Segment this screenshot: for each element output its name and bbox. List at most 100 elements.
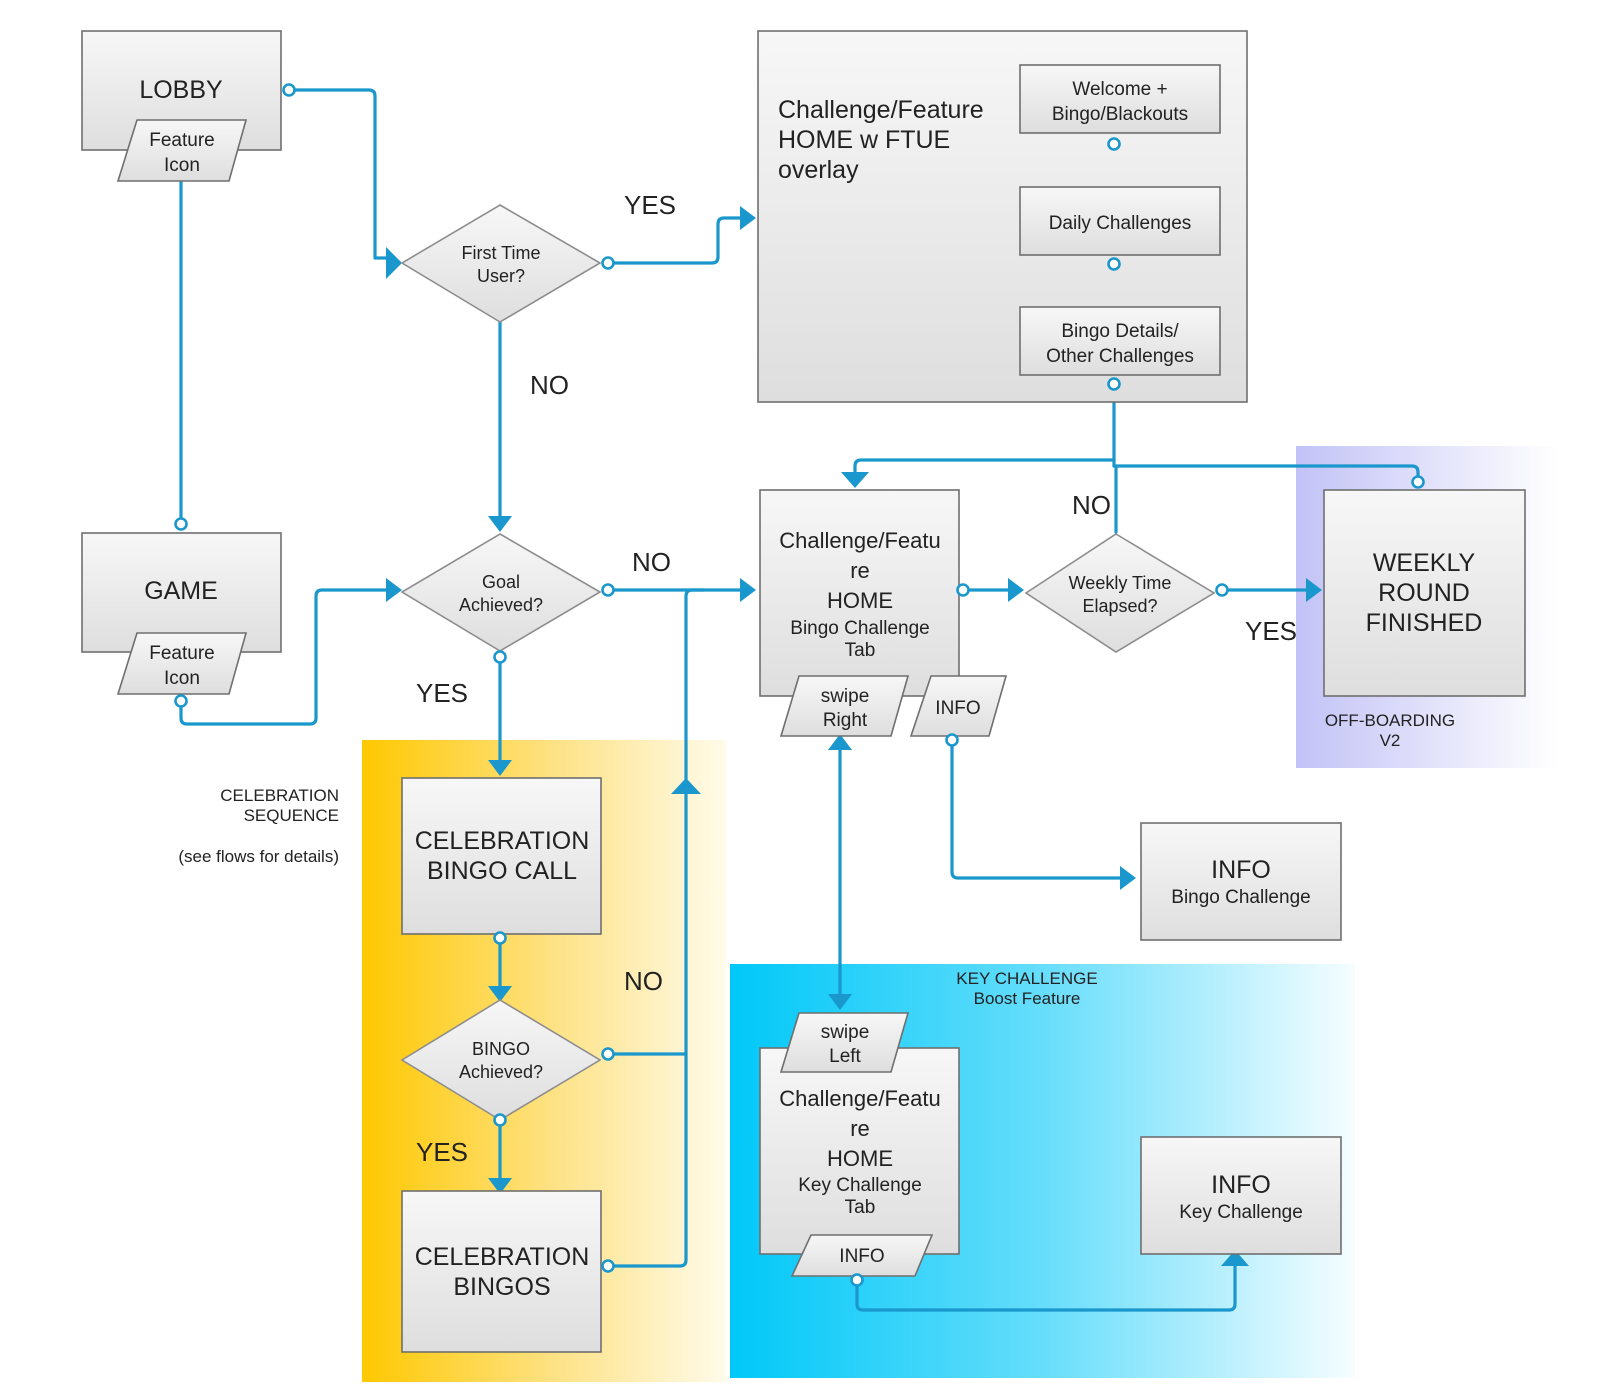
connector-lobby-to-first-time [287, 88, 390, 260]
weekly-time-elapsed-decision[interactable]: Weekly Time Elapsed? [1024, 533, 1216, 653]
game-node[interactable]: GAME [81, 532, 282, 653]
edge-labels: YES NO NO YES NO YES NO YES [416, 190, 1297, 1167]
dot-details [1107, 377, 1121, 391]
label-first-time-yes: YES [624, 190, 676, 220]
svg-text:swipe: swipe [821, 686, 870, 707]
swipe-right-node[interactable]: swipe Right [779, 675, 910, 737]
arrow-into-info-bingo [1120, 866, 1136, 890]
label-bingo-yes: YES [416, 1137, 468, 1167]
lobby-feature-icon-node[interactable]: Feature Icon [116, 119, 248, 182]
arrow-into-info-key [1221, 1250, 1249, 1266]
celebration-region-label: CELEBRATION SEQUENCE (see flows for deta… [178, 786, 339, 866]
svg-text:Icon: Icon [164, 668, 200, 689]
weekly-round-finished-node[interactable]: WEEKLY ROUND FINISHED [1323, 489, 1526, 697]
connector-dots [174, 83, 1425, 1287]
svg-text:FINISHED: FINISHED [1366, 609, 1483, 637]
arrow-into-swipe-right [828, 734, 852, 750]
dot-goal-right [601, 583, 615, 597]
svg-text:Goal: Goal [482, 572, 520, 592]
dot-home-bingo [956, 583, 970, 597]
key-challenge-region-label: KEY CHALLENGE Boost Feature [956, 969, 1097, 1008]
welcome-node[interactable]: Welcome + Bingo/Blackouts [1019, 64, 1221, 134]
dot-first-time [601, 256, 615, 270]
svg-text:Other Challenges: Other Challenges [1046, 346, 1194, 367]
svg-text:KEY CHALLENGE: KEY CHALLENGE [956, 969, 1097, 988]
svg-text:OFF-BOARDING: OFF-BOARDING [1325, 711, 1455, 730]
dot-bingo-right [601, 1047, 615, 1061]
svg-text:Achieved?: Achieved? [459, 1062, 543, 1082]
dot-info-tag [945, 733, 959, 747]
svg-text:BINGOS: BINGOS [453, 1273, 550, 1301]
connector-branch-to-home [853, 458, 1116, 474]
svg-text:Bingo Challenge: Bingo Challenge [790, 618, 929, 639]
svg-text:Tab: Tab [845, 1197, 876, 1218]
game-feature-icon-node[interactable]: Feature Icon [116, 632, 248, 695]
arrow-up-return [671, 778, 701, 794]
goal-achieved-decision[interactable]: Goal Achieved? [400, 533, 602, 652]
offboarding-region-label: OFF-BOARDING V2 [1325, 711, 1455, 750]
info-bingo-challenge-node[interactable]: INFO Bingo Challenge [1140, 822, 1342, 941]
home-bingo-challenge-node[interactable]: Challenge/Featu re HOME Bingo Challenge … [759, 489, 960, 697]
celebration-bingos-node[interactable]: CELEBRATION BINGOS [401, 1190, 602, 1353]
svg-text:Key Challenge: Key Challenge [1179, 1202, 1303, 1223]
daily-challenges-node[interactable]: Daily Challenges [1019, 186, 1221, 256]
arrow-into-home-bingo [740, 578, 756, 602]
svg-text:HOME w FTUE: HOME w FTUE [778, 126, 950, 154]
svg-text:WEEKLY: WEEKLY [1373, 549, 1476, 577]
dot-lobby [282, 83, 296, 97]
swipe-left-node[interactable]: swipe Left [779, 1012, 910, 1073]
connector-info-key-to-info-key [855, 1248, 1237, 1312]
info-tag-node[interactable]: INFO [909, 675, 1008, 737]
svg-text:LOBBY: LOBBY [139, 76, 223, 104]
svg-text:Elapsed?: Elapsed? [1082, 596, 1157, 616]
dot-bingo-bottom [493, 1113, 507, 1127]
home-key-challenge-node[interactable]: Challenge/Featu re HOME Key Challenge Ta… [759, 1047, 960, 1255]
svg-text:INFO: INFO [1211, 856, 1271, 884]
label-weekly-no: NO [1072, 490, 1111, 520]
arrow-into-home-from-top [841, 472, 869, 488]
celebration-bingo-call-node[interactable]: CELEBRATION BINGO CALL [401, 777, 602, 935]
arrow-into-first-time [386, 247, 402, 279]
svg-text:Achieved?: Achieved? [459, 595, 543, 615]
label-bingo-no: NO [624, 966, 663, 996]
arrow-into-celebration-bingos [488, 1178, 512, 1194]
svg-text:Right: Right [823, 710, 868, 731]
dot-weekly [1215, 583, 1229, 597]
label-goal-no: NO [632, 547, 671, 577]
svg-text:Left: Left [829, 1046, 861, 1067]
dot-info-key-tag [850, 1273, 864, 1287]
dot-branch-weekly-round [1411, 475, 1425, 489]
svg-text:Challenge/Feature: Challenge/Feature [778, 96, 984, 124]
first-time-user-decision[interactable]: First Time User? [400, 204, 602, 323]
connector-first-time-yes [606, 216, 742, 265]
dot-game-icon [174, 694, 188, 708]
svg-text:INFO: INFO [935, 698, 980, 719]
svg-text:First Time: First Time [462, 243, 541, 263]
svg-text:CELEBRATION: CELEBRATION [415, 827, 590, 855]
svg-text:Key Challenge: Key Challenge [798, 1175, 922, 1196]
svg-text:Boost Feature: Boost Feature [974, 989, 1081, 1008]
dot-celebration-call [493, 931, 507, 945]
svg-text:CELEBRATION: CELEBRATION [415, 1243, 590, 1271]
connectors [179, 88, 1420, 1312]
svg-text:Bingo Details/: Bingo Details/ [1061, 321, 1179, 342]
label-goal-yes: YES [416, 678, 468, 708]
svg-text:Icon: Icon [164, 155, 200, 176]
svg-text:Tab: Tab [845, 640, 876, 661]
svg-text:V2: V2 [1380, 731, 1401, 750]
bingo-details-node[interactable]: Bingo Details/ Other Challenges [1019, 306, 1221, 376]
svg-text:Feature: Feature [149, 643, 214, 664]
svg-text:HOME: HOME [827, 1146, 893, 1171]
label-weekly-yes: YES [1245, 616, 1297, 646]
info-key-challenge-node[interactable]: INFO Key Challenge [1140, 1136, 1342, 1255]
arrow-into-weekly [1008, 578, 1024, 602]
svg-text:User?: User? [477, 266, 525, 286]
dot-welcome [1107, 137, 1121, 151]
info-key-tag-node[interactable]: INFO [790, 1234, 934, 1277]
arrow-into-bingo-achieved [488, 986, 512, 1002]
svg-text:Challenge/Featu: Challenge/Featu [779, 528, 940, 553]
arrow-into-goal-from-game [386, 578, 402, 602]
svg-text:ROUND: ROUND [1378, 579, 1470, 607]
svg-text:re: re [850, 1116, 870, 1141]
